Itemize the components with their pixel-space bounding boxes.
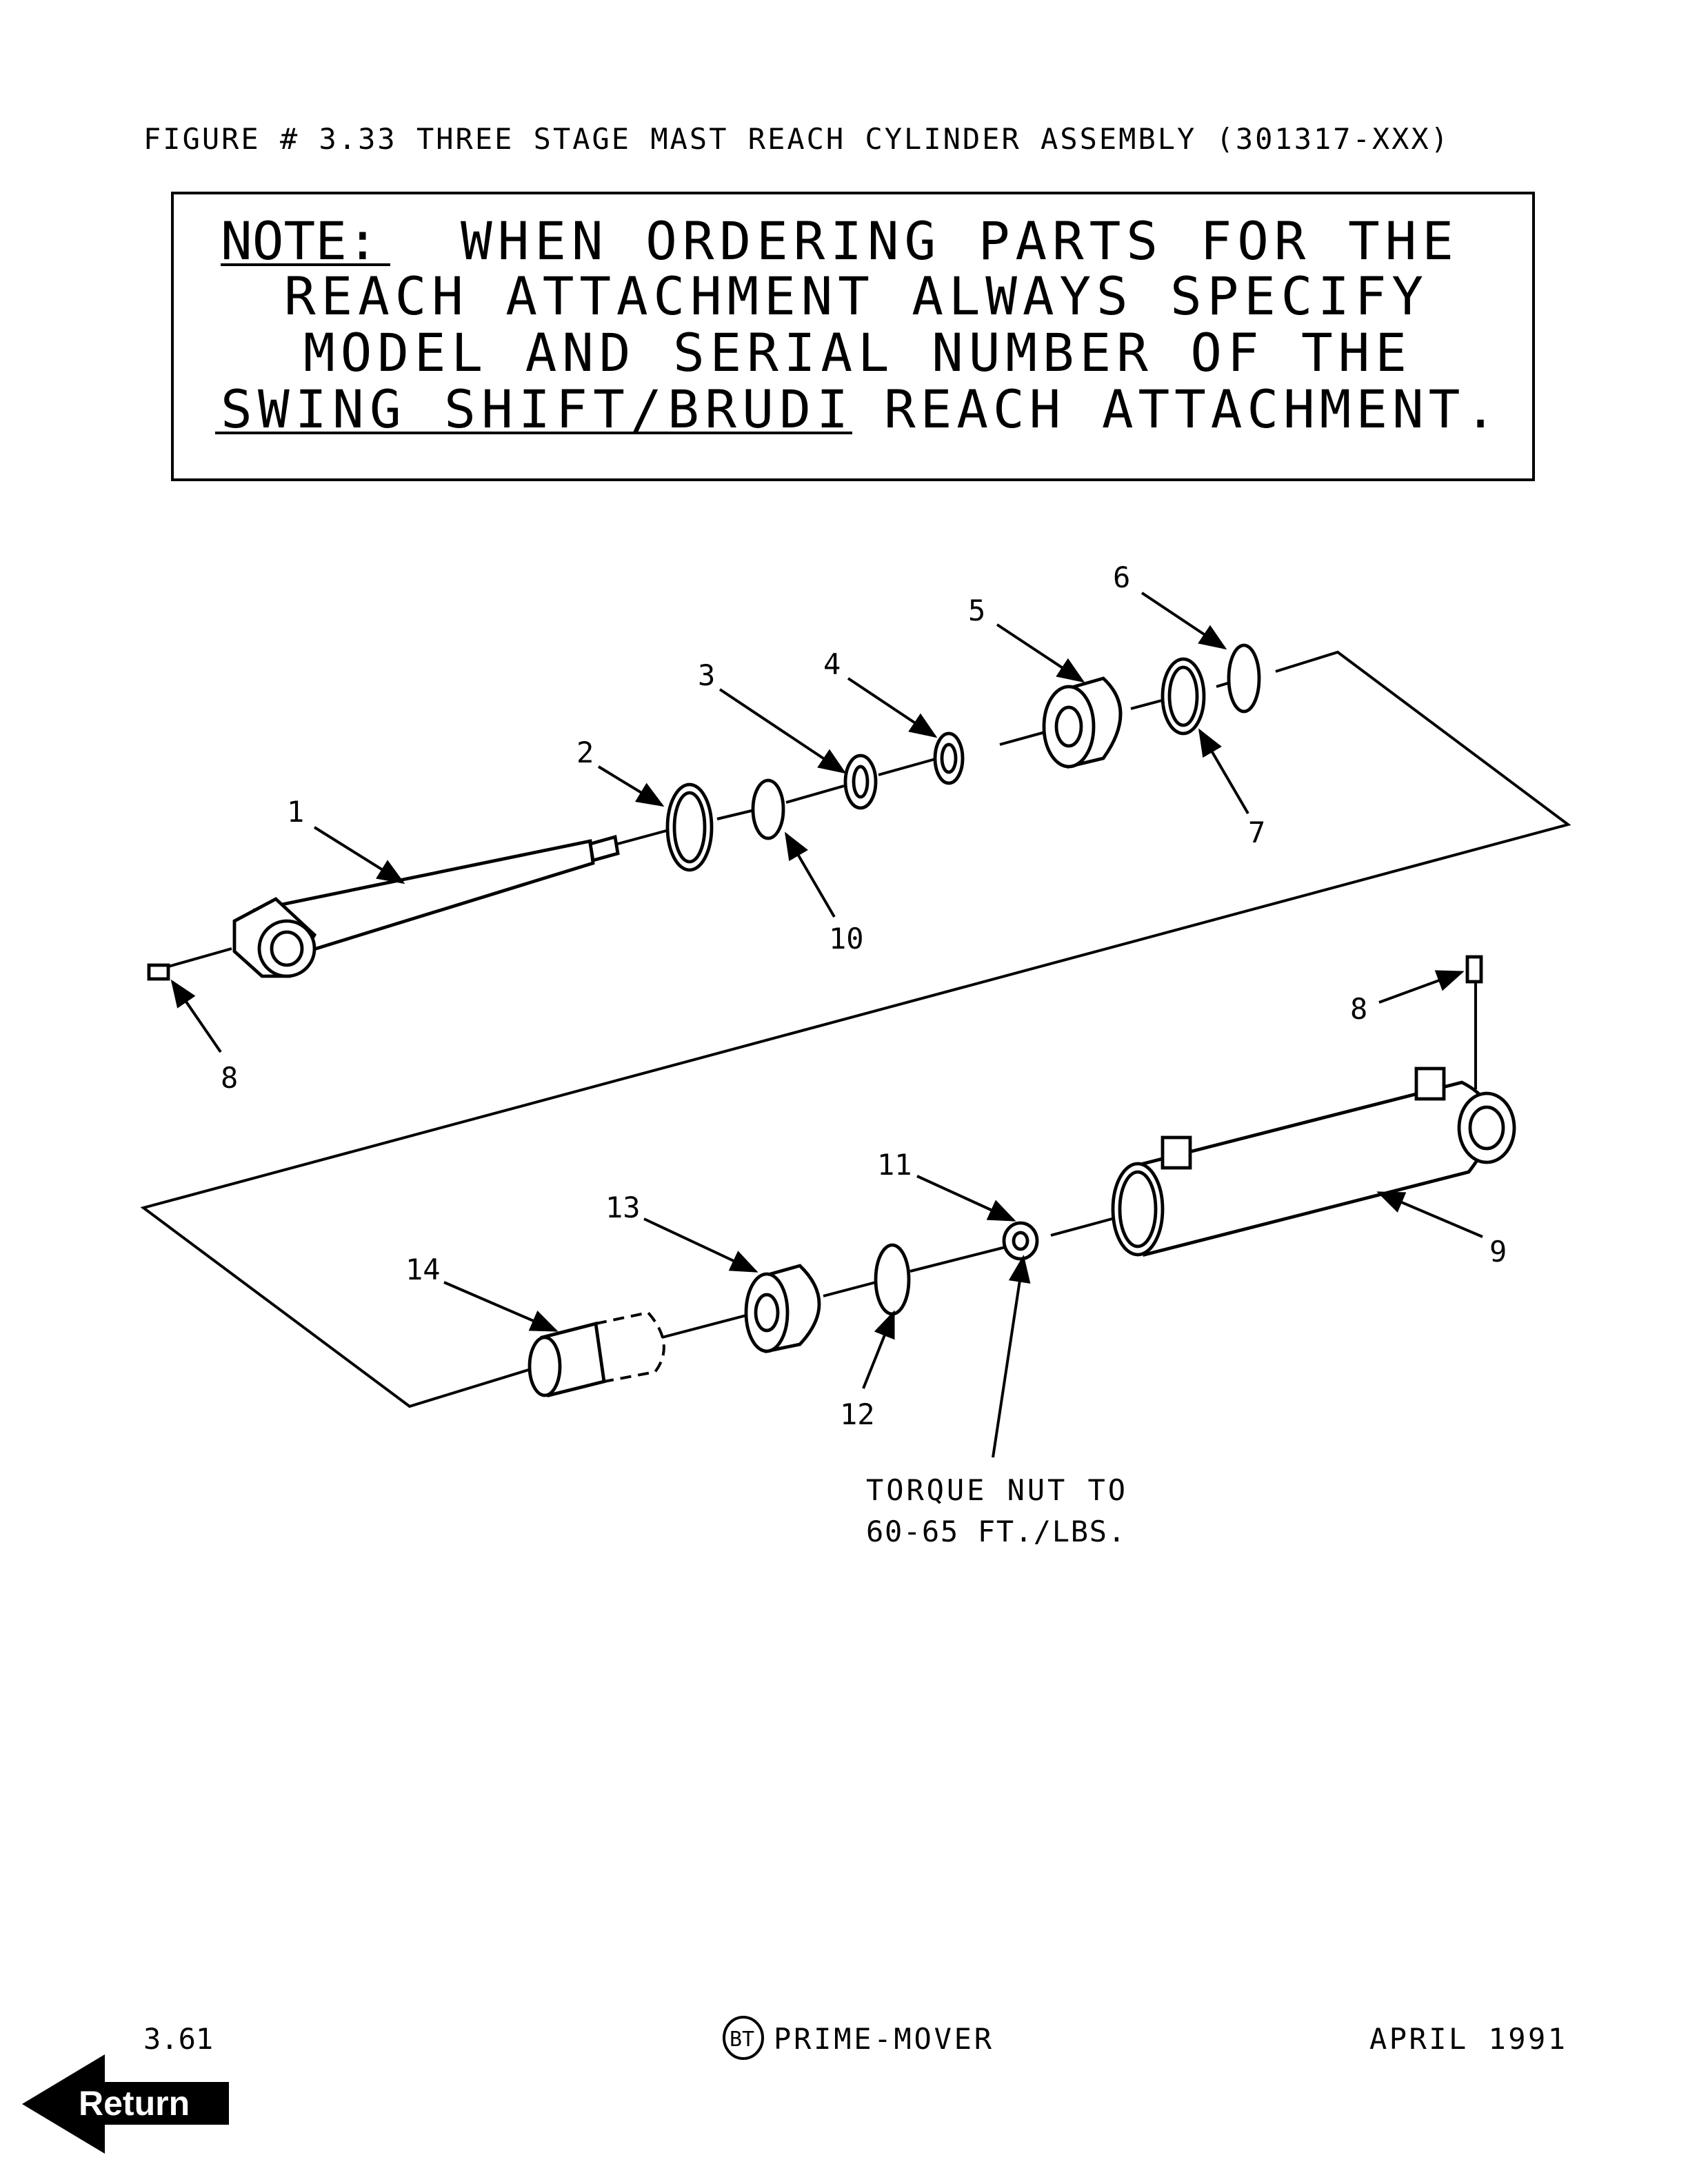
- note-label: NOTE:: [221, 210, 379, 272]
- page-number: 3.61: [143, 2022, 213, 2056]
- svg-text:BT: BT: [730, 2028, 754, 2052]
- callout-5: 5: [968, 594, 985, 627]
- grease-fitting-part-8-right: [1465, 955, 1483, 984]
- piston-rod-part-1: [232, 834, 620, 978]
- back-arrow-icon: [22, 2054, 229, 2154]
- note-line-2: REACH ATTACHMENT ALWAYS SPECIFY: [284, 265, 1423, 327]
- callout-13: 13: [605, 1191, 641, 1224]
- note-line-3: MODEL AND SERIAL NUMBER OF THE: [303, 322, 1407, 383]
- torque-note-line-2: 60-65 FT./LBS.: [866, 1515, 1125, 1548]
- callout-11: 11: [877, 1148, 912, 1182]
- ring-part-6: [1227, 643, 1261, 714]
- callout-6: 6: [1113, 560, 1130, 594]
- cylinder-barrel-part-9: [1111, 1066, 1516, 1257]
- bt-logo: BT: [723, 2016, 764, 2060]
- callout-9: 9: [1489, 1235, 1507, 1268]
- figure-title: FIGURE # 3.33 THREE STAGE MAST REACH CYL…: [143, 122, 1448, 156]
- assembly-axis-lower: [661, 1216, 1118, 1339]
- date: APRIL 1991: [1369, 2022, 1565, 2056]
- o-ring-part-12: [874, 1243, 911, 1316]
- callout-12: 12: [840, 1397, 875, 1431]
- brand-name: PRIME-MOVER: [774, 2022, 992, 2056]
- callout-7: 7: [1248, 816, 1265, 849]
- callout-1: 1: [287, 795, 304, 829]
- gland-part-5: [1042, 676, 1123, 769]
- o-ring-part-10: [751, 778, 785, 840]
- spacer-part-14: [528, 1311, 665, 1397]
- note-line-4-underlined: SWING SHIFT/BRUDI: [221, 378, 848, 440]
- note-line-1: WHEN ORDERING PARTS FOR THE: [461, 210, 1454, 272]
- callout-2: 2: [576, 736, 594, 769]
- callout-10: 10: [829, 922, 864, 956]
- assembly-axis-upper: [148, 681, 1231, 973]
- torque-note-line-1: TORQUE NUT TO: [866, 1473, 1125, 1507]
- callout-14: 14: [405, 1253, 441, 1286]
- leader-lines: [170, 592, 1483, 1458]
- return-button[interactable]: Return: [22, 2054, 229, 2154]
- callout-8-right: 8: [1350, 992, 1367, 1026]
- callout-8-left: 8: [221, 1061, 238, 1095]
- callout-4: 4: [823, 647, 841, 681]
- piston-part-13: [744, 1264, 821, 1353]
- grease-fitting-part-8-left: [147, 963, 170, 981]
- return-label: Return: [79, 2084, 190, 2123]
- note-line-4-rest: REACH ATTACHMENT.: [884, 378, 1496, 440]
- assembly-plane-outline: [140, 650, 1571, 1408]
- callout-3: 3: [698, 658, 715, 692]
- note-box: [171, 192, 1535, 481]
